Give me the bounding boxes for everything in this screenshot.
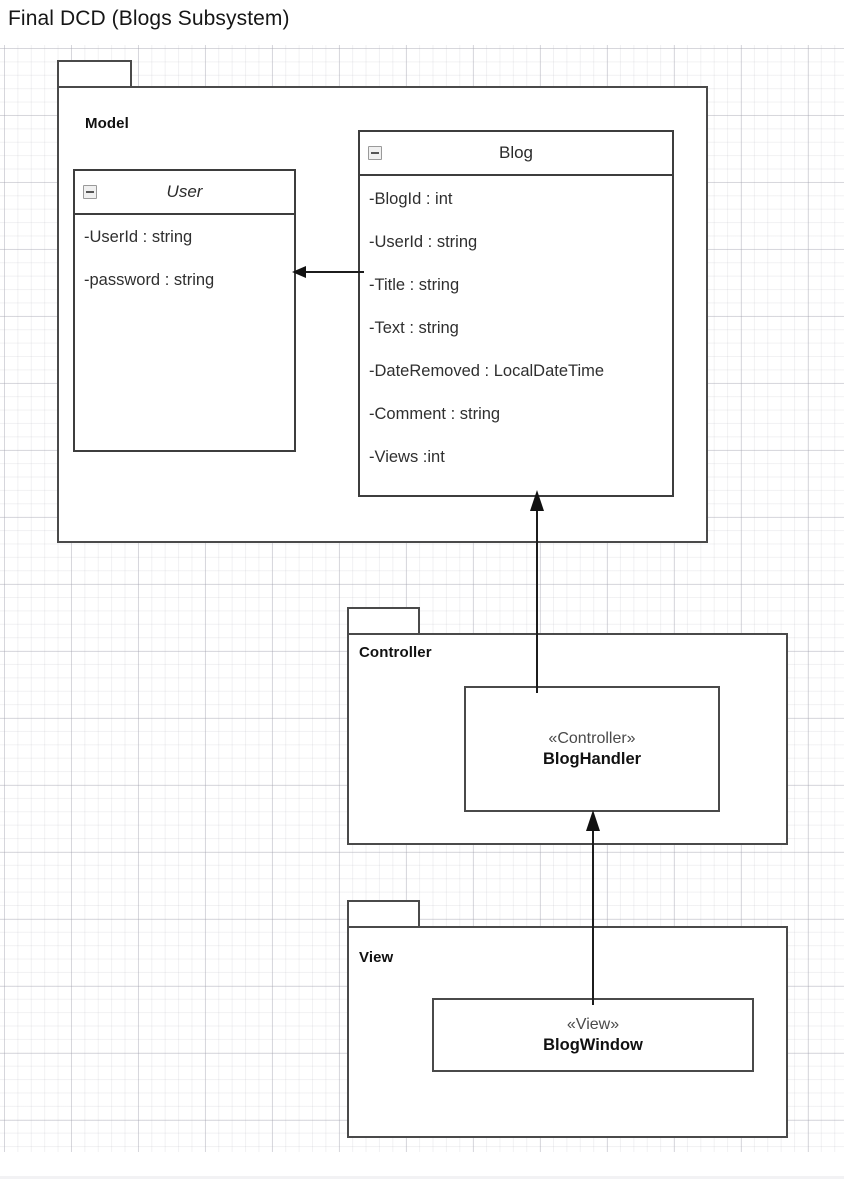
connector-blogwindow-to-bloghandler (586, 810, 600, 1005)
class-user-attributes: -UserId : string -password : string (75, 215, 294, 301)
class-attribute: -Views :int (369, 448, 445, 466)
minus-square-icon[interactable] (368, 146, 382, 160)
page-title: Final DCD (Blogs Subsystem) (8, 7, 290, 30)
class-attribute: -Text : string (369, 319, 459, 337)
class-blog[interactable]: Blog -BlogId : int -UserId : string -Tit… (358, 130, 674, 497)
package-controller-tab (347, 607, 420, 635)
package-controller-label: Controller (359, 644, 432, 661)
class-attribute: -password : string (84, 271, 215, 289)
class-bloghandler-stereotype: «Controller» (548, 729, 636, 747)
class-blogwindow-name: BlogWindow (543, 1035, 643, 1054)
class-attribute: -Title : string (369, 276, 460, 294)
package-view-tab (347, 900, 420, 928)
class-blog-header: Blog (360, 132, 672, 176)
class-bloghandler-name: BlogHandler (542, 749, 642, 768)
class-attribute: -Comment : string (369, 405, 501, 423)
class-blogwindow[interactable]: «View» BlogWindow (432, 998, 754, 1072)
canvas-bottom-whitespace (0, 1152, 844, 1186)
class-user-header: User (75, 171, 294, 215)
minus-square-icon[interactable] (83, 185, 97, 199)
package-model-tab (57, 60, 132, 88)
class-attribute: -UserId : string (84, 228, 193, 246)
package-view-label: View (359, 949, 394, 966)
class-blog-name: Blog (498, 143, 534, 162)
class-user[interactable]: User -UserId : string -password : string (73, 169, 296, 452)
class-bloghandler[interactable]: «Controller» BlogHandler (464, 686, 720, 812)
class-attribute: -DateRemoved : LocalDateTime (369, 362, 605, 380)
class-attribute: -UserId : string (369, 233, 478, 251)
connector-bloghandler-to-blog (530, 490, 544, 693)
connector-blog-to-user (292, 266, 364, 278)
diagram-canvas: Model User -UserId : string -password : … (0, 45, 844, 1152)
class-blog-attributes: -BlogId : int -UserId : string -Title : … (360, 176, 672, 478)
class-user-name: User (166, 182, 203, 201)
class-blogwindow-stereotype: «View» (566, 1015, 620, 1033)
bottom-separator (0, 1176, 844, 1179)
class-attribute: -BlogId : int (369, 190, 453, 208)
package-model-label: Model (85, 115, 129, 132)
